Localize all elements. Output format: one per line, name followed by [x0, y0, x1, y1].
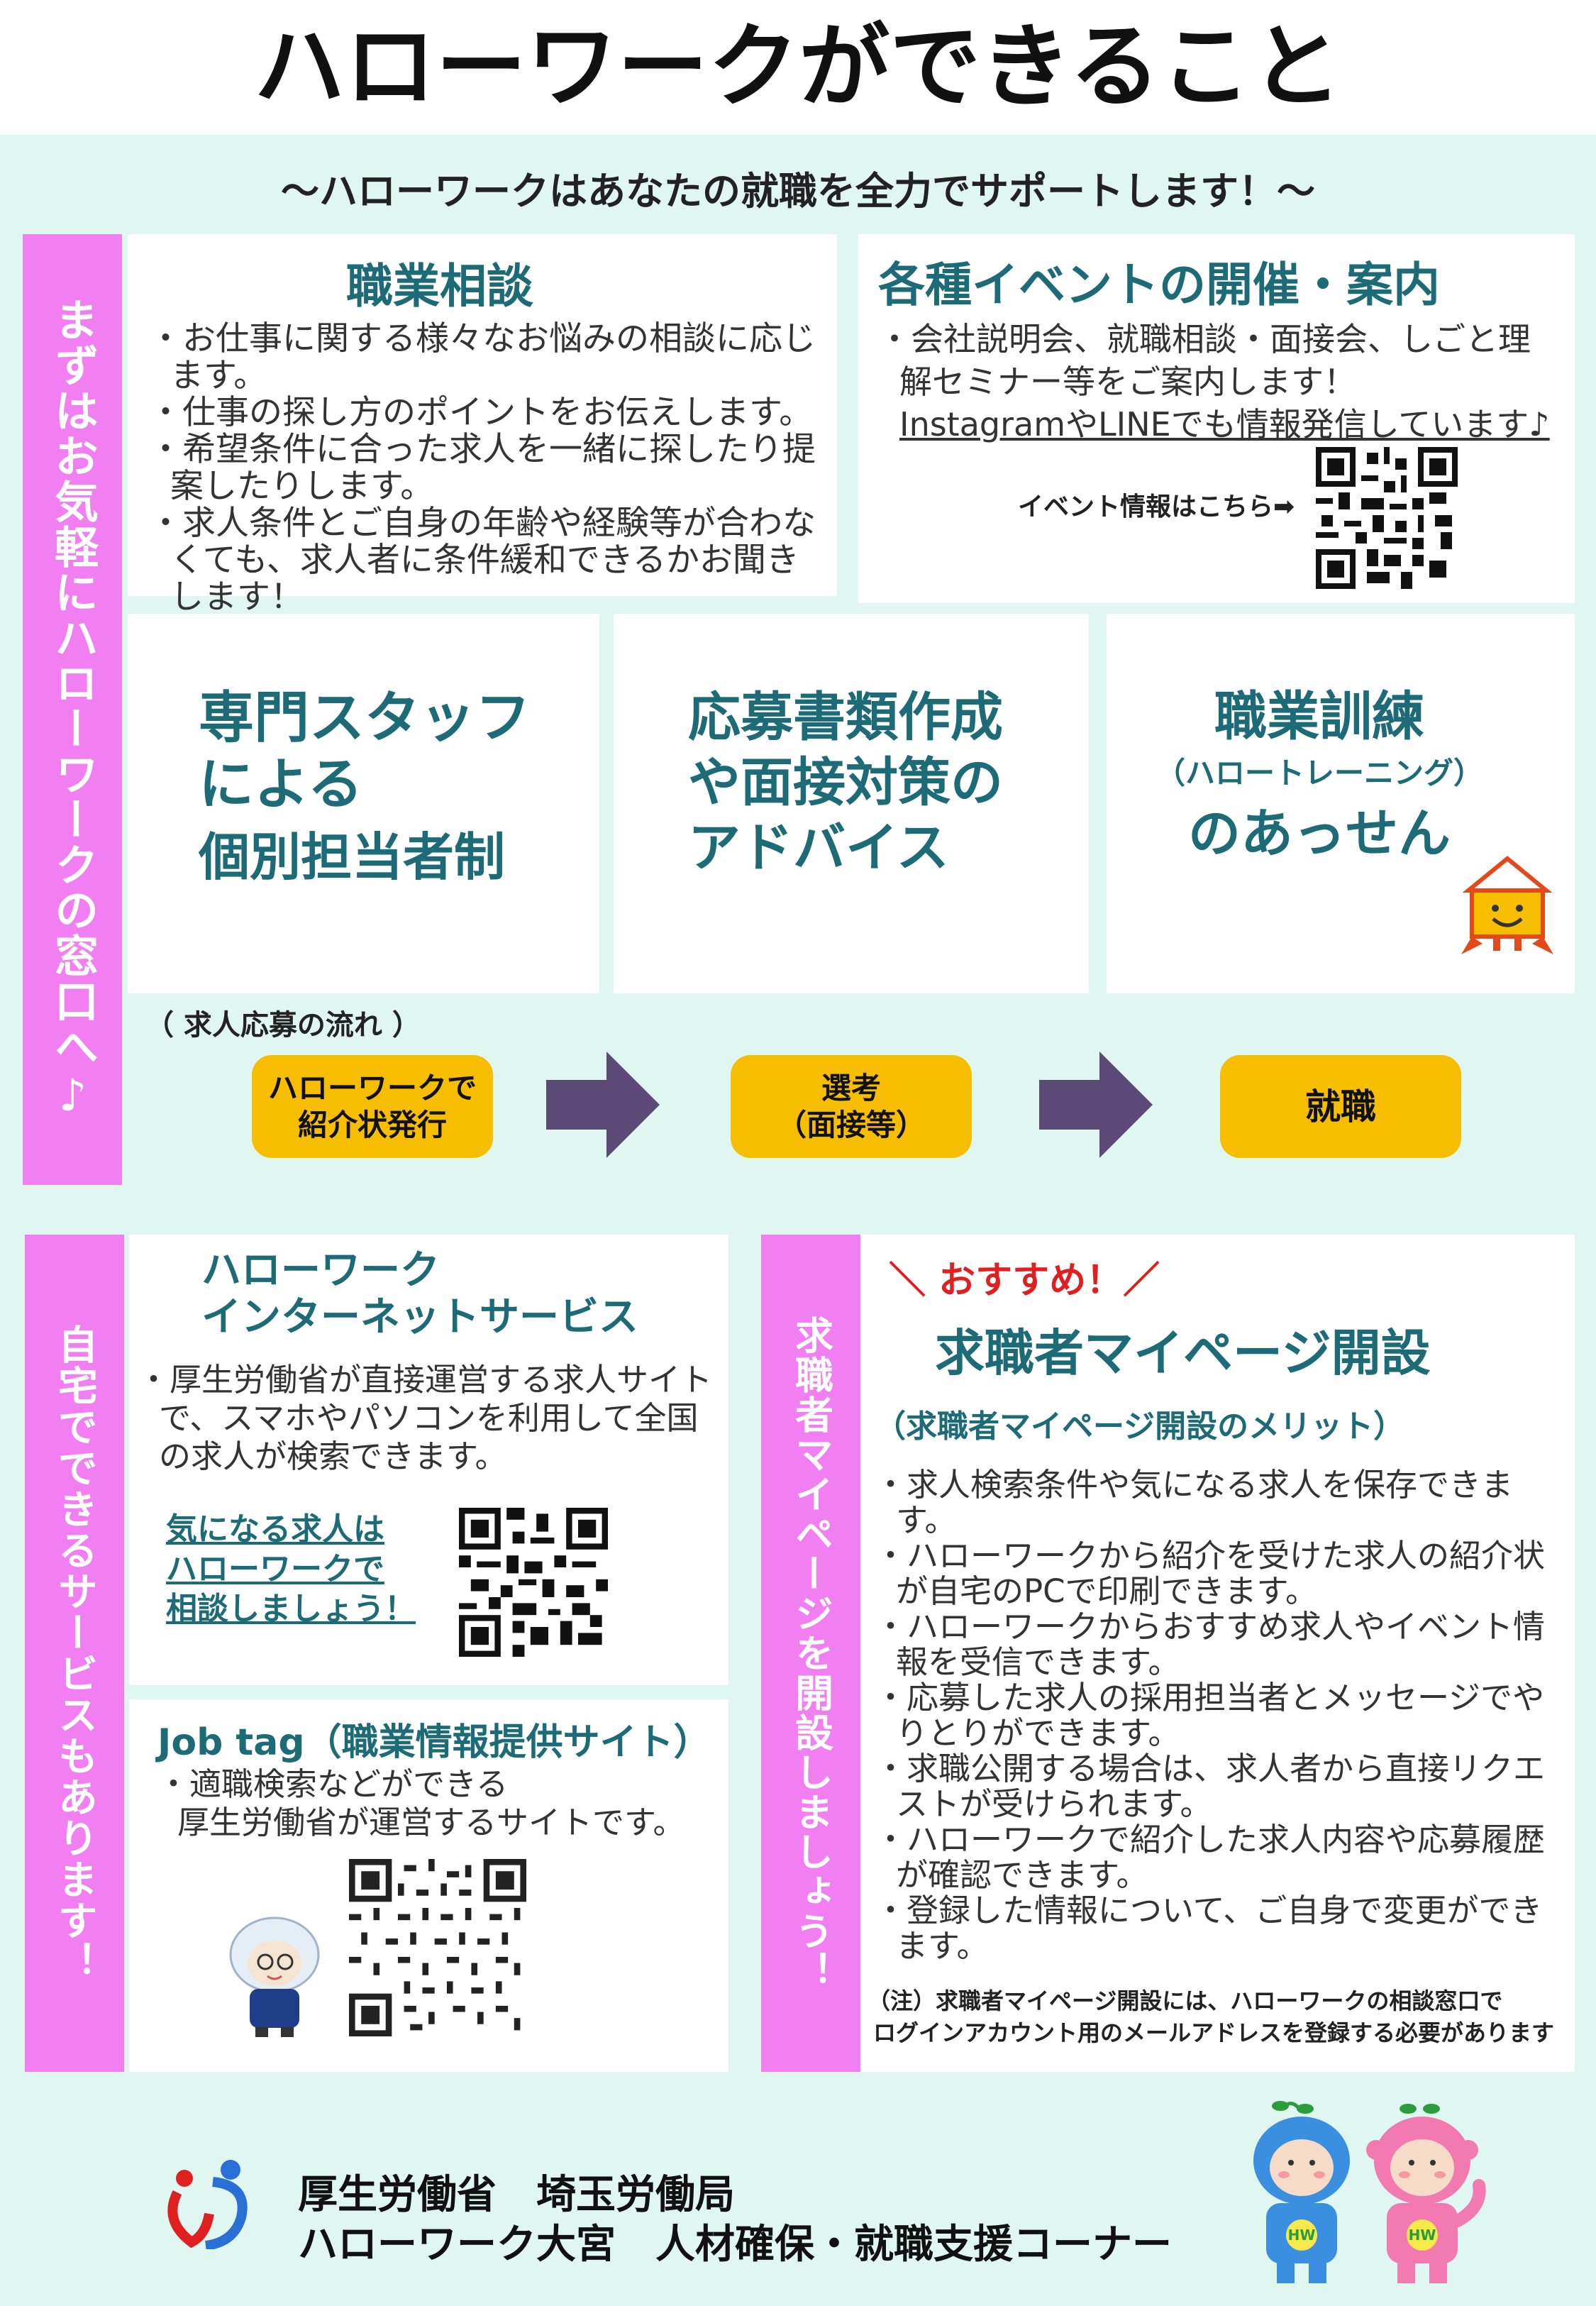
flow-step-selection-line2: （面接等）: [776, 1107, 926, 1142]
events-card: 各種イベントの開催・案内 ・会社説明会、就職相談・面接会、しごと理解セミナー等を…: [858, 234, 1575, 603]
internet-service-link3[interactable]: 相談しましょう！: [166, 1591, 416, 1627]
internet-service-qr-code[interactable]: [459, 1508, 608, 1657]
side-label-home-text: 自宅でできるサービスもあります！: [51, 1324, 98, 1982]
footer-line1: 厚生労働省 埼玉労働局: [298, 2172, 735, 2218]
feature-staff-line1: 専門スタッフ: [199, 686, 531, 750]
internet-service-title1: ハローワーク: [201, 1247, 440, 1293]
mascot-badge-blue: HW: [1288, 2227, 1316, 2244]
mypage-benefit: ・ハローワークから紹介を受けた求人の紹介状が自宅のPCで印刷できます。: [875, 1537, 1546, 1610]
sheep-mascot-icon: [229, 1916, 320, 2037]
feature-training-line3: のあっせん: [1188, 803, 1451, 864]
flow-step-referral: ハローワークで 紹介状発行: [252, 1055, 493, 1158]
flow-step-referral-line1: ハローワークで: [267, 1070, 477, 1105]
page-title: ハローワークができること: [254, 14, 1342, 120]
events-title: 各種イベントの開催・案内: [878, 258, 1440, 312]
feature-advice-line3: アドバイス: [688, 817, 949, 878]
events-qr-code[interactable]: [1316, 447, 1458, 589]
consult-card: 職業相談 ・お仕事に関する様々なお悩みの相談に応じます。 ・仕事の探し方のポイン…: [128, 234, 837, 616]
mypage-benefit: ・求職公開する場合は、求人者から直接リクエストが受けられます。: [875, 1750, 1546, 1823]
feature-staff-line2: による: [199, 753, 363, 817]
flow-step-employment-line1: 就職: [1305, 1086, 1376, 1127]
pencil-mascot-icon: [1461, 856, 1553, 954]
side-label-top-text: まずはお気軽にハローワークの窓口へ♪: [47, 297, 99, 1122]
side-label-home: 自宅でできるサービスもあります！: [25, 1235, 124, 2072]
mypage-note-line2: ログインアカウント用のメールアドレスを登録する必要があります: [873, 2019, 1555, 2046]
jobtag-title: Job tag（職業情報提供サイト）: [157, 1721, 711, 1764]
flow-label: （ 求人応募の流れ ）: [145, 1009, 421, 1042]
events-qr-caption: イベント情報はこちら➡: [1018, 492, 1295, 522]
mypage-benefit: ・求人検索条件や気になる求人を保存できます。: [875, 1466, 1514, 1539]
feature-training-line1: 職業訓練: [1214, 686, 1424, 747]
flow-step-referral-line2: 紹介状発行: [297, 1107, 447, 1142]
jobtag-line2: 厚生労働省が運営するサイトです。: [177, 1804, 685, 1841]
feature-staff: 専門スタッフ による 個別担当者制: [128, 614, 599, 993]
footer-line2: ハローワーク大宮 人材確保・就職支援コーナー: [298, 2222, 1172, 2268]
internet-service-link1[interactable]: 気になる求人は: [166, 1511, 384, 1548]
jobtag-card: Job tag（職業情報提供サイト） ・適職検索などができる 厚生労働省が運営す…: [129, 1699, 728, 2072]
consult-list: ・お仕事に関する様々なお悩みの相談に応じます。 ・仕事の探し方のポイントをお伝え…: [149, 321, 816, 616]
consult-item: ・希望条件に合った求人を一緒に探したり提案したりします。: [149, 430, 816, 506]
internet-service-title2: インターネットサービス: [201, 1294, 638, 1340]
flow-step-selection: 選考 （面接等）: [731, 1055, 972, 1158]
mypage-benefit: ・ハローワークからおすすめ求人やイベント情報を受信できます。: [875, 1608, 1546, 1681]
mypage-subtitle: （求職者マイページ開設のメリット）: [875, 1408, 1405, 1445]
side-label-mypage-text: 求職者マイページを開設しましょう！: [788, 1315, 833, 1991]
side-label-mypage: 求職者マイページを開設しましょう！: [761, 1235, 860, 2072]
feature-advice: 応募書類作成 や面接対策の アドバイス: [614, 614, 1089, 993]
mypage-title: 求職者マイページ開設: [935, 1324, 1431, 1382]
events-text: ・会社説明会、就職相談・面接会、しごと理解セミナー等をご案内します！: [878, 320, 1531, 401]
header-bar: [0, 0, 1596, 135]
mypage-card: ＼ おすすめ！／ 求職者マイページ開設 （求職者マイページ開設のメリット） ・求…: [860, 1235, 1575, 2072]
feature-staff-line3: 個別担当者制: [199, 827, 506, 887]
feature-training: 職業訓練 （ハロートレーニング） のあっせん: [1107, 614, 1575, 993]
feature-advice-line1: 応募書類作成: [688, 687, 1003, 748]
mascot-badge-pink: HW: [1409, 2227, 1436, 2244]
mhlw-logo-icon: [167, 2160, 248, 2249]
mypage-benefit: ・応募した求人の採用担当者とメッセージでやりとりができます。: [875, 1679, 1545, 1752]
mypage-note-line1: （注）求職者マイページ開設には、ハローワークの相談窓口で: [868, 1987, 1503, 2014]
events-sns-link[interactable]: InstagramやLINEでも情報発信しています♪: [899, 405, 1550, 443]
consult-item: ・求人条件とご自身の年齢や経験等が合わなくても、求人者に条件緩和できるかお聞きし…: [149, 504, 816, 617]
side-label-top: まずはお気軽にハローワークの窓口へ♪: [23, 234, 122, 1185]
consult-title: 職業相談: [346, 259, 533, 314]
consult-item: ・お仕事に関する様々なお悩みの相談に応じます。: [149, 319, 816, 395]
consult-item: ・仕事の探し方のポイントをお伝えします。: [149, 393, 813, 432]
mypage-recommend: ＼ おすすめ！／: [889, 1259, 1160, 1302]
internet-service-link2[interactable]: ハローワークで: [166, 1551, 384, 1587]
mypage-benefit: ・登録した情報について、ご自身で変更ができます。: [875, 1892, 1543, 1965]
jobtag-qr-code[interactable]: [349, 1859, 526, 2036]
internet-service-card: ハローワーク インターネットサービス ・厚生労働省が直接運営する求人サイトで、ス…: [129, 1235, 728, 1685]
internet-service-text: ・厚生労働省が直接運営する求人サイトで、スマホやパソコンを利用して全国の求人が検…: [138, 1361, 713, 1475]
flow-arrow-icon: [1039, 1052, 1153, 1158]
mypage-benefit-list: ・求人検索条件や気になる求人を保存できます。 ・ハローワークから紹介を受けた求人…: [875, 1467, 1573, 1964]
hellowork-mascots-icon: HW HW: [1253, 2101, 1486, 2283]
flow-arrow-icon: [546, 1052, 660, 1158]
mypage-benefit: ・ハローワークで紹介した求人内容や応募履歴が確認できます。: [875, 1821, 1546, 1894]
flow-step-employment: 就職: [1220, 1055, 1461, 1158]
feature-training-line2: （ハロートレーニング）: [1155, 756, 1483, 790]
flow-step-selection-line1: 選考: [821, 1070, 881, 1105]
page-subtitle: 〜ハローワークはあなたの就職を全力でサポートします！〜: [281, 169, 1315, 214]
feature-advice-line2: や面接対策の: [688, 752, 1003, 813]
jobtag-line1: ・適職検索などができる: [157, 1765, 509, 1803]
